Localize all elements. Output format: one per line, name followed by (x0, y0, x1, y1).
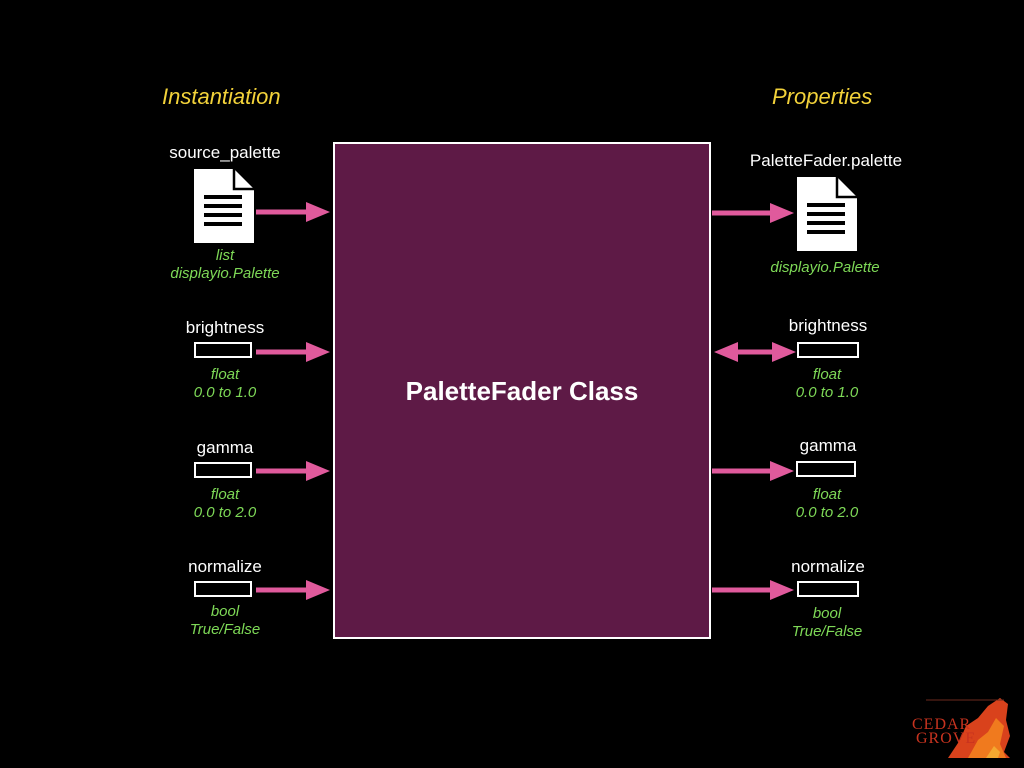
palettefader-class-box: PaletteFader Class (333, 142, 711, 639)
input-label-source-palette: source_palette (169, 143, 281, 162)
arrow-source-palette-to-class (256, 202, 330, 222)
property-type-palette-1: displayio.Palette (770, 259, 880, 276)
input-label-brightness: brightness (185, 318, 265, 337)
property-field-normalize (797, 581, 859, 597)
input-type-gamma-1: float (210, 486, 240, 503)
leaf-graphic (926, 698, 1010, 758)
input-type-source-palette-2: displayio.Palette (170, 265, 280, 282)
input-type-normalize-1: bool (210, 603, 240, 620)
instantiation-heading: Instantiation (162, 84, 281, 109)
input-type-normalize-2: True/False (189, 621, 261, 638)
property-type-gamma-2: 0.0 to 2.0 (795, 504, 859, 521)
property-label-gamma: gamma (799, 436, 857, 455)
arrow-class-to-palette (712, 203, 794, 223)
class-title: PaletteFader Class (405, 376, 639, 406)
arrow-class-to-gamma (712, 461, 794, 481)
property-field-brightness (797, 342, 859, 358)
property-type-normalize-1: bool (812, 605, 842, 622)
input-label-normalize: normalize (188, 557, 262, 576)
properties-heading: Properties (772, 84, 873, 109)
arrow-bidirectional-brightness (714, 342, 796, 362)
input-field-brightness (194, 342, 252, 358)
arrow-class-to-normalize (712, 580, 794, 600)
arrow-normalize-to-class (256, 580, 330, 600)
input-label-gamma: gamma (196, 438, 254, 457)
property-label-normalize: normalize (791, 557, 865, 576)
property-field-gamma (796, 461, 856, 477)
property-label-palette: PaletteFader.palette (749, 151, 903, 170)
property-type-gamma-1: float (812, 486, 842, 503)
input-field-gamma (194, 462, 252, 478)
input-type-brightness-2: 0.0 to 1.0 (193, 384, 257, 401)
document-icon (797, 177, 857, 251)
cedar-grove-logo: CEDAR GROVE (908, 696, 1010, 758)
property-type-brightness-1: float (812, 366, 842, 383)
arrow-brightness-to-class (256, 342, 330, 362)
input-type-source-palette-1: list (215, 247, 235, 264)
logo-text-cedar: CEDAR (912, 716, 972, 733)
logo-text-grove: GROVE (916, 730, 977, 747)
input-type-brightness-1: float (210, 366, 240, 383)
property-type-normalize-2: True/False (791, 623, 863, 640)
input-field-normalize (194, 581, 252, 597)
property-label-brightness: brightness (788, 316, 868, 335)
arrow-gamma-to-class (256, 461, 330, 481)
document-icon (194, 169, 254, 243)
input-type-gamma-2: 0.0 to 2.0 (193, 504, 257, 521)
property-type-brightness-2: 0.0 to 1.0 (795, 384, 859, 401)
